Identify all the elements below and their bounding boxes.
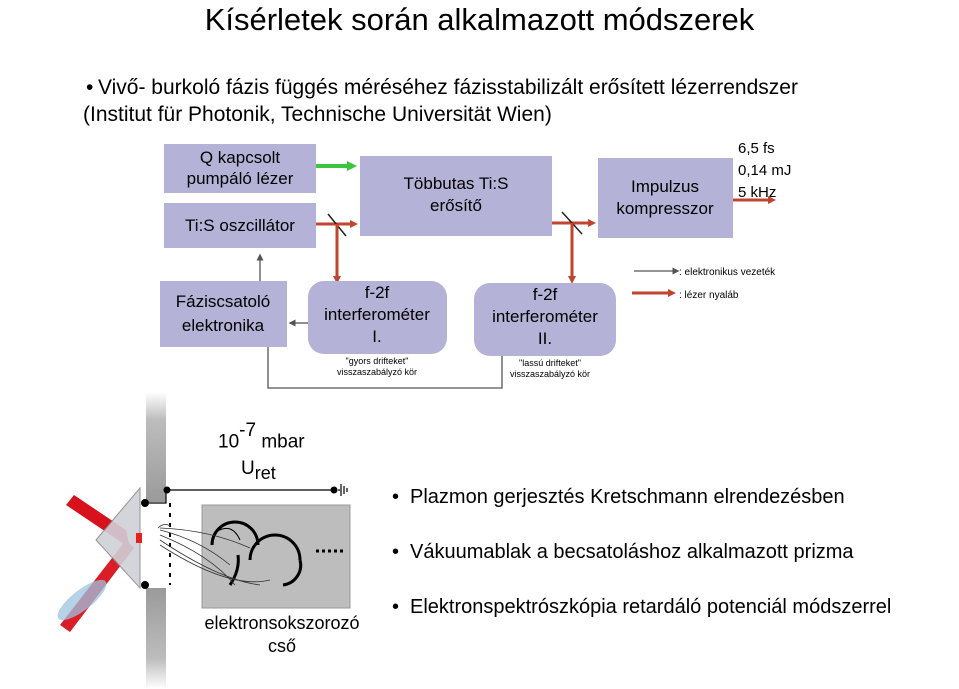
pressure-exponent: -7 — [239, 420, 257, 441]
phase-electronics-box: Fáziscsatoló elektronika — [160, 281, 287, 347]
interferometer-2-line1: f-2f — [533, 285, 558, 304]
amplifier-line1: Többutas Ti:S — [404, 174, 509, 193]
interferometer-1-line3: I. — [372, 327, 381, 346]
legend-electronic-label: : elektronikus vezeték — [679, 267, 776, 278]
legend-laser-label: : lézer nyaláb — [679, 290, 739, 301]
tube-label: elektronsokszorozó cső — [196, 612, 368, 658]
phase-electronics-line2: elektronika — [182, 316, 265, 335]
q-laser-line1: Q kapcsolt — [200, 148, 281, 167]
q-laser-line2: pumpáló lézer — [187, 169, 294, 188]
interferometer-1-line2: interferométer — [324, 305, 430, 324]
vacuum-chamber-wall — [146, 392, 168, 689]
interferometer-1-box: f-2f interferométer I. — [308, 281, 447, 354]
intro-bullet: • Vivő- burkoló fázis függés méréséhez f… — [83, 74, 798, 128]
interferometer-2-line3: II. — [538, 329, 552, 348]
retarding-voltage-label: Uret — [241, 458, 276, 484]
bullet-window: • Vákuumablak a becsatoláshoz alkalmazott… — [392, 541, 854, 564]
bullet-dot: • — [392, 486, 400, 508]
oscillator-box: Ti:S oszcillátor — [164, 203, 316, 248]
bullet-spectroscopy-text: Elektronspektrószkópia retardáló potenci… — [410, 596, 892, 618]
intro-bullet-line1: Vivő- burkoló fázis függés méréséhez fáz… — [98, 76, 798, 99]
tube-label-line1: elektronsokszorozó — [204, 613, 360, 633]
fast-loop-line2: visszaszabályzó kör — [337, 367, 417, 377]
bullet-window-text: Vákuumablak a becsatoláshoz alkalmazott … — [410, 541, 854, 563]
interferometer-2-box: f-2f interferométer II. — [474, 283, 616, 356]
electron-multiplier-tube — [157, 504, 351, 609]
compressor-line1: Impulzus — [631, 177, 699, 196]
fast-loop-line1: "gyors drifteket" — [346, 356, 409, 366]
oscillator-label: Ti:S oszcillátor — [185, 216, 295, 235]
interferometer-1-line1: f-2f — [365, 283, 390, 302]
q-switched-laser-box: Q kapcsolt pumpáló lézer — [164, 144, 316, 193]
spec-rate: 5 kHz — [738, 184, 776, 201]
retarding-wire — [149, 489, 334, 504]
ground-icon — [338, 484, 348, 496]
amplifier-box: Többutas Ti:S erősítő — [360, 156, 552, 236]
electrode-top — [141, 499, 149, 507]
amplifier-line2: erősítő — [430, 196, 482, 215]
slow-loop-line2: visszaszabályzó kör — [510, 369, 590, 379]
pressure-base: 10 — [218, 431, 240, 453]
electronic-line-loop2 — [267, 347, 503, 389]
wire-node-1 — [163, 486, 171, 494]
u-subscript: ret — [254, 462, 276, 483]
compressor-line2: kompresszor — [616, 199, 714, 218]
u-base: U — [241, 458, 255, 479]
compressor-box: Impulzus kompresszor — [598, 158, 733, 238]
bullet-plasmon-text: Plazmon gerjesztés Kretschmann elrendezé… — [410, 486, 845, 508]
interferometer-2-line2: interferométer — [492, 307, 598, 326]
bullet-plasmon: • Plazmon gerjesztés Kretschmann elrendez… — [392, 486, 845, 509]
tube-label-line2: cső — [267, 636, 296, 656]
wire-node-2 — [330, 486, 338, 494]
bullet-dot: • — [392, 541, 400, 563]
page-title: Kísérletek során alkalmazott módszerek — [204, 2, 755, 37]
sample-spot — [136, 533, 142, 543]
pressure-label: 10-7 mbar — [218, 420, 305, 453]
slow-loop-line1: "lassú drifteket" — [519, 358, 581, 368]
electrode-bottom — [141, 581, 149, 589]
bullet-spectroscopy: • Elektronspektrószkópia retardáló potenc… — [392, 596, 891, 619]
spec-duration: 6,5 fs — [738, 140, 775, 157]
bullet-dot: • — [86, 76, 94, 99]
lens-icon — [57, 579, 107, 621]
pressure-unit: mbar — [261, 431, 305, 453]
phase-electronics-line1: Fáziscsatoló — [176, 292, 270, 311]
spec-energy: 0,14 mJ — [738, 162, 791, 179]
bullet-dot: • — [392, 596, 400, 618]
intro-bullet-line2: (Institut für Photonik, Technische Unive… — [83, 103, 552, 126]
